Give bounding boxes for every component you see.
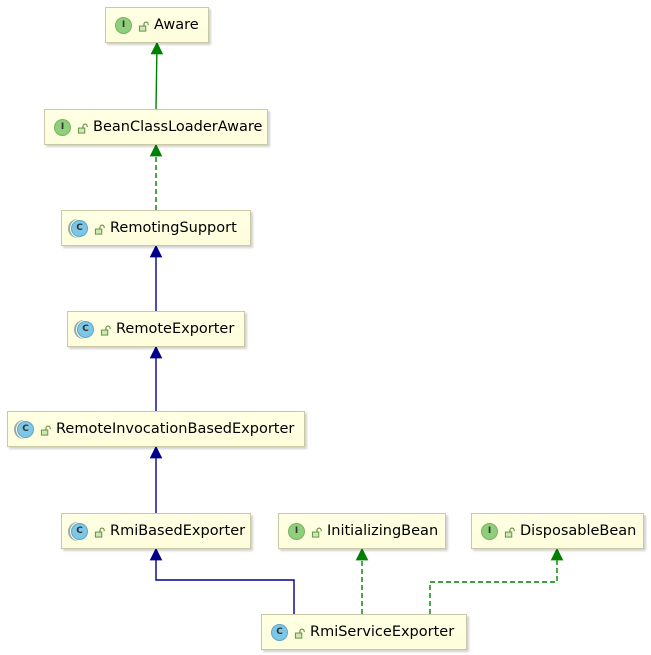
public-access-icon: [94, 526, 105, 538]
abstract-class-icon: C: [71, 219, 88, 237]
node-remote-invocation-based-exporter[interactable]: C RemoteInvocationBasedExporter: [7, 411, 305, 447]
node-label: RmiBasedExporter: [110, 523, 246, 539]
public-access-icon: [294, 627, 305, 639]
node-label: RmiServiceExporter: [310, 624, 455, 640]
class-icon: C: [271, 623, 288, 641]
node-remoting-support[interactable]: C RemotingSupport: [61, 210, 251, 246]
public-access-icon: [138, 20, 149, 32]
abstract-class-icon: C: [77, 320, 94, 338]
node-label: BeanClassLoaderAware: [93, 119, 263, 135]
public-access-icon: [40, 424, 51, 436]
interface-icon: I: [54, 118, 71, 136]
edge-implements-7: [429, 547, 564, 614]
node-rmi-service-exporter[interactable]: C RmiServiceExporter: [261, 614, 467, 650]
edge-extends-5: [149, 547, 295, 614]
node-label: RemoteExporter: [116, 321, 235, 337]
node-initializing-bean[interactable]: I InitializingBean: [278, 513, 446, 549]
node-label: InitializingBean: [327, 523, 439, 539]
edges: [149, 41, 564, 614]
node-label: Aware: [154, 17, 199, 33]
public-access-icon: [311, 526, 322, 538]
node-rmi-based-exporter[interactable]: C RmiBasedExporter: [61, 513, 251, 549]
public-access-icon: [100, 324, 111, 336]
node-bean-class-loader-aware[interactable]: I BeanClassLoaderAware: [44, 109, 268, 145]
abstract-class-icon: C: [17, 420, 34, 438]
public-access-icon: [94, 223, 105, 235]
edge-extends-interface-0: [150, 41, 164, 110]
interface-icon: I: [481, 522, 498, 540]
node-label: DisposableBean: [520, 523, 637, 539]
node-label: RemotingSupport: [110, 220, 237, 236]
node-label: RemoteInvocationBasedExporter: [56, 421, 295, 437]
public-access-icon: [504, 526, 515, 538]
interface-icon: I: [288, 522, 305, 540]
node-remote-exporter[interactable]: C RemoteExporter: [67, 311, 245, 347]
public-access-icon: [77, 122, 88, 134]
abstract-class-icon: C: [71, 522, 88, 540]
node-disposable-bean[interactable]: I DisposableBean: [471, 513, 644, 549]
interface-icon: I: [115, 16, 132, 34]
node-aware[interactable]: I Aware: [105, 7, 209, 43]
